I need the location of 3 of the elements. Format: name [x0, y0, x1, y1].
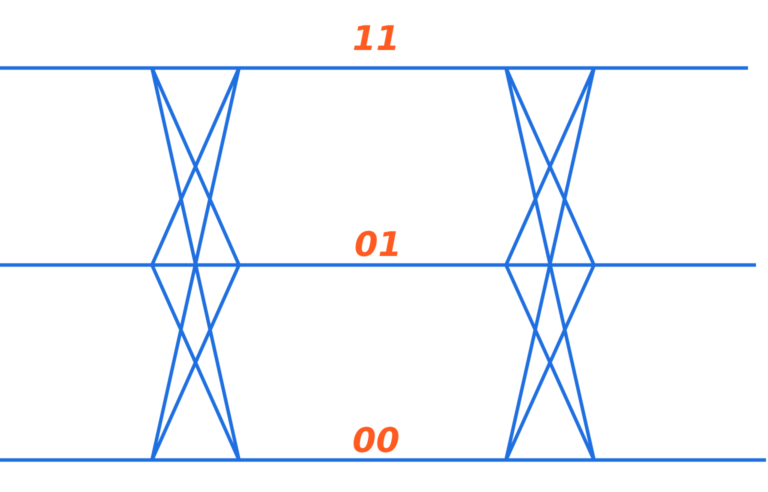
level-label: 11: [352, 22, 400, 56]
level-label: 00: [352, 424, 400, 458]
level-label: 01: [354, 228, 402, 262]
